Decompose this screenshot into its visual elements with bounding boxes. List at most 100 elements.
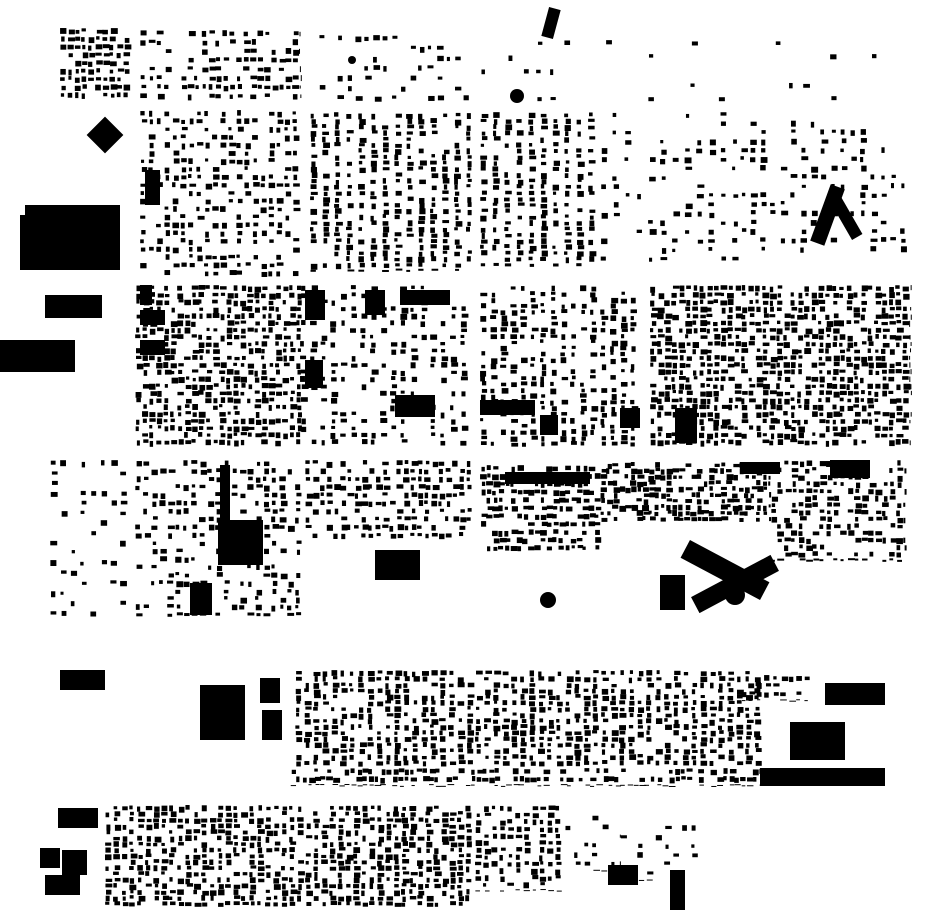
building [249,854,255,859]
building [394,902,402,907]
building [175,484,180,488]
building [282,883,286,890]
building [164,440,170,445]
building [105,854,112,861]
building [875,349,879,353]
building [833,320,841,327]
building [458,865,463,871]
building [674,670,681,676]
building [591,424,595,430]
building [720,148,726,153]
building [418,268,424,271]
building [577,245,585,250]
building [152,549,158,555]
building [896,292,901,296]
building [457,835,465,840]
building [584,730,591,736]
building [323,191,328,197]
building [385,854,393,861]
building [875,433,880,438]
building [460,509,465,513]
building [700,440,705,447]
building [672,384,676,390]
building [292,58,298,63]
building [713,384,718,389]
building [783,411,788,416]
building [226,369,234,375]
building [487,506,495,511]
building [340,670,344,677]
building [241,355,246,360]
building [480,197,487,201]
building [696,469,703,474]
building [583,688,589,692]
building [606,468,610,474]
building [226,314,230,319]
building [727,299,734,306]
building [400,376,406,382]
building [853,419,860,424]
building [96,60,103,65]
building [289,896,294,902]
building [517,197,523,202]
building [697,486,705,492]
building [323,760,330,766]
building [697,510,704,515]
building [430,160,437,165]
building [276,285,281,290]
building [611,441,618,446]
building [581,430,588,437]
building [178,299,184,303]
building [811,292,817,299]
building [520,676,524,683]
building [321,889,329,894]
building [791,461,799,465]
building [215,66,222,71]
building [784,460,789,465]
building [584,842,589,847]
building [164,398,169,404]
building [655,835,662,841]
building [539,827,545,833]
building [620,298,628,304]
building [418,227,425,233]
building [524,769,531,774]
building [137,890,142,895]
building [714,405,718,411]
building [466,835,472,841]
building [409,836,414,841]
building [369,877,374,884]
building [762,418,767,424]
building [346,191,352,196]
building [531,868,538,875]
building [234,356,240,361]
building [476,777,482,782]
building [691,689,696,695]
building [146,836,151,842]
building [386,823,392,830]
building [60,670,105,690]
building [421,307,428,312]
building [707,292,713,297]
building [510,546,518,552]
building [800,247,804,253]
building [411,492,418,497]
building [601,688,609,695]
building [480,441,487,445]
building [721,462,726,467]
building [358,682,364,688]
building [666,468,674,475]
building [571,345,576,349]
building [68,76,72,80]
building [361,334,366,339]
building [484,834,489,838]
building [394,712,401,719]
building [117,77,121,82]
building [776,320,781,325]
building [540,203,548,209]
building [660,469,665,475]
building [378,824,385,831]
building [805,496,812,502]
building [340,749,348,753]
building [735,341,741,347]
